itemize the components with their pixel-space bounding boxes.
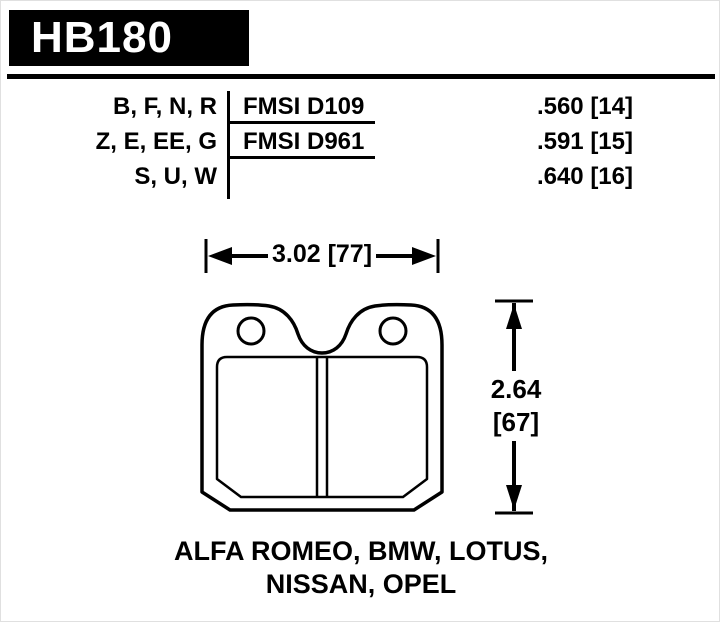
compound-cell: B, F, N, R — [112, 93, 217, 120]
applications-line-2: NISSAN, OPEL — [265, 569, 457, 599]
left-arrowhead-icon — [208, 247, 232, 265]
vehicle-applications: ALFA ROMEO, BMW, LOTUS, NISSAN, OPEL — [1, 535, 719, 601]
table-vertical-divider — [227, 91, 230, 199]
part-number-box: HB180 — [9, 10, 249, 66]
width-dimension: 3.02 [77] — [196, 233, 448, 277]
fmsi-cell: FMSI D961 — [227, 124, 375, 159]
pad-inner-outline — [215, 355, 429, 499]
thickness-cell: .591 [15] — [536, 128, 633, 155]
pad-hole-left — [236, 316, 266, 346]
fmsi-cell: FMSI D109 — [227, 89, 375, 124]
compound-column: B, F, N, R Z, E, EE, G S, U, W — [1, 89, 217, 194]
thickness-column: .560 [14] .591 [15] .640 [16] — [471, 89, 633, 194]
applications-line-1: ALFA ROMEO, BMW, LOTUS, — [174, 536, 548, 566]
right-arrowhead-icon — [412, 247, 436, 265]
compound-table: B, F, N, R Z, E, EE, G S, U, W FMSI D109… — [1, 89, 719, 201]
thickness-cell: .640 [16] — [536, 163, 633, 190]
fmsi-cell — [227, 159, 375, 194]
compound-cell: S, U, W — [134, 163, 217, 190]
height-millimeters: [67] — [492, 407, 540, 437]
part-number: HB180 — [31, 13, 173, 62]
width-dimension-arrows — [204, 239, 440, 273]
height-dimension-label: 2.64 [67] — [481, 371, 551, 441]
pad-outer-outline — [200, 302, 444, 512]
up-arrowhead-icon — [506, 304, 522, 329]
header-divider — [7, 74, 715, 79]
height-inches: 2.64 — [490, 374, 542, 404]
compound-cell: Z, E, EE, G — [95, 128, 217, 155]
brake-pad-drawing — [200, 302, 444, 512]
fmsi-column: FMSI D109 FMSI D961 — [227, 89, 375, 194]
down-arrowhead-icon — [506, 485, 522, 510]
height-dimension: 2.64 [67] — [481, 297, 551, 517]
pad-hole-right — [378, 316, 408, 346]
thickness-cell: .560 [14] — [536, 93, 633, 120]
width-dimension-label: 3.02 [77] — [271, 240, 373, 268]
